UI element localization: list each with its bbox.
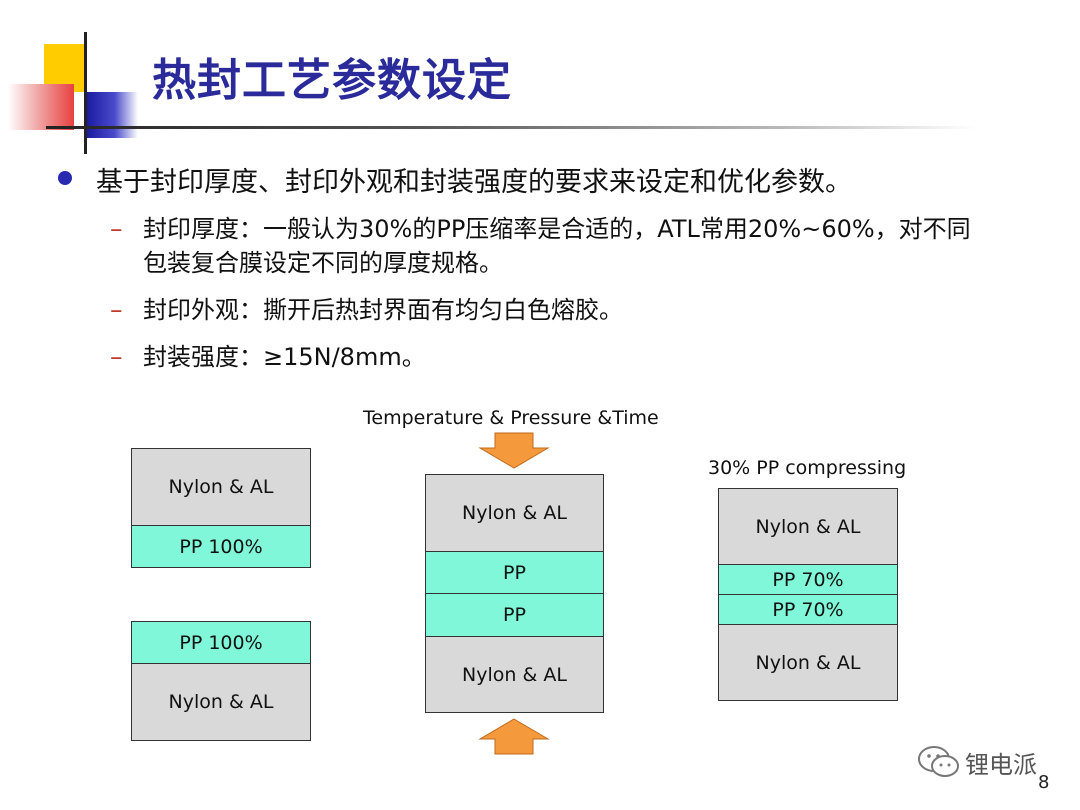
sub-bullet-appearance: 封印外观：撕开后热封界面有均匀白色熔胶。	[143, 296, 623, 324]
down-arrow-icon	[478, 432, 550, 469]
middle-bottom-nylon-al-layer: Nylon & AL	[425, 636, 604, 713]
title-decoration-blue	[86, 92, 138, 138]
left-bottom-pp-layer: PP 100%	[131, 621, 311, 664]
sub-bullet-strength: 封装强度：≥15N/8mm。	[143, 343, 426, 371]
middle-pp-layer-upper: PP	[425, 551, 604, 594]
left-top-pp-layer: PP 100%	[131, 525, 311, 568]
middle-caption: Temperature & Pressure &Time	[363, 407, 659, 429]
title-underline	[46, 126, 976, 129]
right-top-nylon-al-layer: Nylon & AL	[718, 488, 898, 565]
title-decoration-vertical-line	[84, 32, 87, 154]
slide-title: 热封工艺参数设定	[152, 55, 512, 106]
dash-icon: –	[110, 214, 123, 243]
up-arrow-icon	[478, 718, 550, 755]
sub-bullet-thickness-line2: 包装复合膜设定不同的厚度规格。	[143, 249, 503, 277]
wechat-icon	[918, 746, 959, 777]
right-pp-layer-upper: PP 70%	[718, 564, 898, 595]
brand-watermark: 锂电派	[965, 751, 1037, 779]
middle-pp-layer-lower: PP	[425, 593, 604, 637]
dash-icon: –	[110, 295, 123, 324]
page-number: 8	[1038, 772, 1050, 793]
right-pp-layer-lower: PP 70%	[718, 594, 898, 625]
right-bottom-nylon-al-layer: Nylon & AL	[718, 624, 898, 701]
sub-bullet-thickness-line1: 封印厚度：一般认为30%的PP压缩率是合适的，ATL常用20%~60%，对不同	[143, 215, 971, 243]
bullet-dot-icon	[58, 171, 72, 185]
dash-icon: –	[110, 342, 123, 371]
left-top-nylon-al-layer: Nylon & AL	[131, 448, 311, 526]
right-caption: 30% PP compressing	[708, 457, 907, 479]
middle-top-nylon-al-layer: Nylon & AL	[425, 474, 604, 552]
main-bullet-text: 基于封印厚度、封印外观和封装强度的要求来设定和优化参数。	[96, 167, 852, 198]
title-decoration-red	[8, 84, 74, 130]
left-bottom-nylon-al-layer: Nylon & AL	[131, 663, 311, 741]
